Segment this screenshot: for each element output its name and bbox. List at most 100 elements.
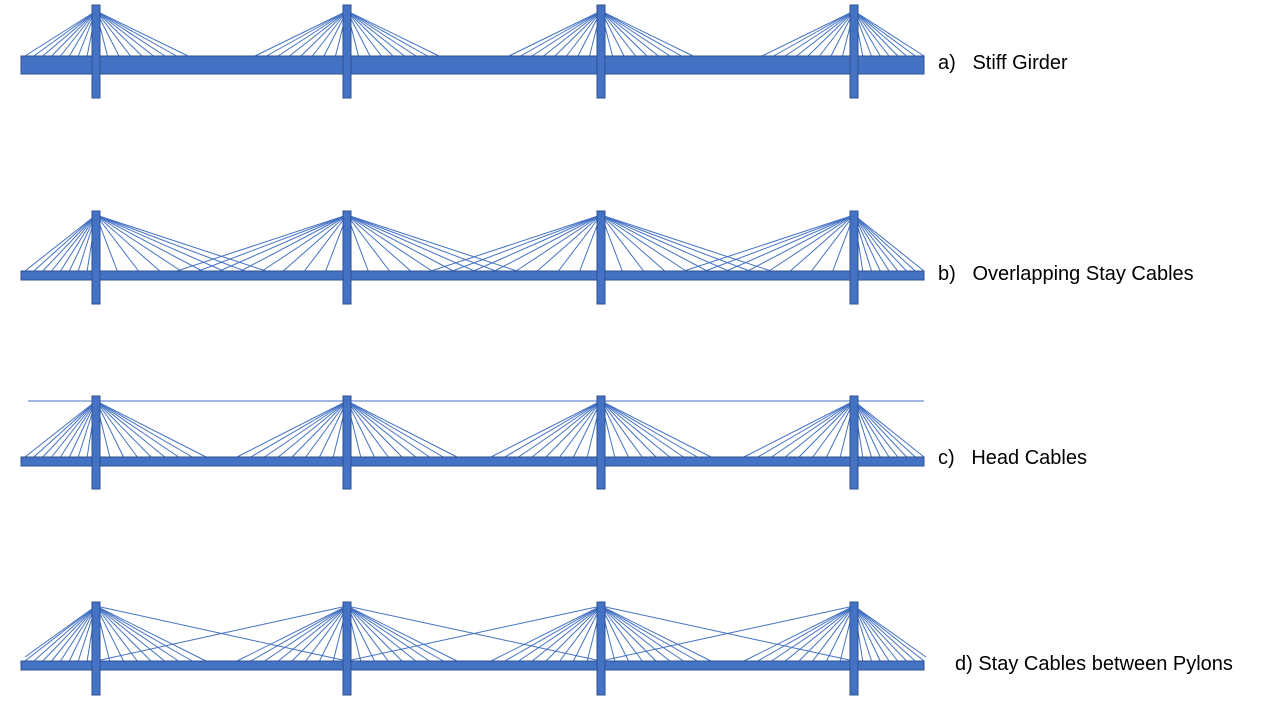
stay-cable xyxy=(490,605,602,662)
stay-cable xyxy=(743,400,855,458)
stay-cable xyxy=(559,605,602,662)
stay-cable xyxy=(771,400,855,458)
stay-cable xyxy=(826,400,855,458)
stay-cable xyxy=(554,10,602,57)
stay-cable xyxy=(42,400,97,458)
stay-cable xyxy=(319,605,348,662)
stay-cable xyxy=(518,605,602,662)
stay-cable xyxy=(812,605,855,662)
stay-cable xyxy=(95,214,203,272)
stay-cable xyxy=(600,400,671,458)
stay-cable xyxy=(853,10,907,57)
stay-cable xyxy=(600,214,772,272)
stay-cable xyxy=(60,605,97,662)
stay-cable xyxy=(346,214,390,272)
stay-cable xyxy=(761,10,855,57)
stay-cable xyxy=(95,605,166,662)
stay-cable xyxy=(853,605,916,662)
stay-cable xyxy=(430,214,602,272)
stay-cable xyxy=(346,400,389,458)
pylon-2 xyxy=(342,395,352,490)
stay-cable xyxy=(95,400,179,458)
stay-cable xyxy=(853,400,907,458)
stay-cable xyxy=(346,400,430,458)
stay-cable xyxy=(600,10,694,57)
stay-cable xyxy=(346,214,518,272)
stay-cable xyxy=(573,605,602,662)
label-d-stay-cables-between-pylons: d) Stay Cables between Pylons xyxy=(955,653,1233,675)
pylon-4 xyxy=(849,210,859,305)
stay-cable xyxy=(236,605,348,662)
stay-cable xyxy=(250,400,348,458)
stay-cable xyxy=(95,400,193,458)
stay-cable xyxy=(346,10,394,57)
stay-cable xyxy=(264,400,348,458)
stay-cable xyxy=(812,400,855,458)
pylon-3 xyxy=(596,601,606,696)
stay-cable xyxy=(24,605,97,662)
system-a-stiff-girder xyxy=(20,4,925,99)
stay-cable xyxy=(600,214,687,272)
stay-cable xyxy=(346,400,375,458)
stay-cable xyxy=(346,400,458,458)
stay-cable xyxy=(853,10,916,57)
stay-cable xyxy=(683,214,855,272)
stay-cable xyxy=(545,400,602,458)
stay-cable xyxy=(51,214,97,272)
stay-cable xyxy=(853,605,890,662)
label-c-head-cables: c) Head Cables xyxy=(938,447,1087,469)
stay-cable xyxy=(346,400,444,458)
stay-cable xyxy=(346,214,412,272)
stay-cable xyxy=(254,10,348,57)
stay-cable xyxy=(600,605,671,662)
stay-cable xyxy=(853,605,927,658)
stay-cable xyxy=(95,605,124,662)
bridge-deck xyxy=(20,55,925,75)
stay-cable xyxy=(600,214,644,272)
stay-cable xyxy=(33,605,97,662)
stay-cable xyxy=(494,214,602,272)
stay-cable xyxy=(559,400,602,458)
stay-cable xyxy=(95,605,207,662)
pylon-2 xyxy=(342,4,352,99)
stay-cable xyxy=(600,10,671,57)
stay-cable xyxy=(95,605,179,662)
pylon-4 xyxy=(849,601,859,696)
stay-cable xyxy=(346,10,440,57)
stay-cable xyxy=(198,214,348,272)
stay-cable xyxy=(277,400,348,458)
stay-cable xyxy=(853,10,890,57)
stay-cable xyxy=(51,10,97,57)
stay-cable xyxy=(600,400,657,458)
stay-cable xyxy=(473,214,602,272)
stay-cable xyxy=(346,605,444,662)
stay-cable xyxy=(95,400,138,458)
stay-cable xyxy=(798,605,855,662)
stay-cable xyxy=(515,214,602,272)
stay-cable xyxy=(705,214,855,272)
stay-cable xyxy=(600,605,698,662)
stay-cable xyxy=(346,605,375,662)
stay-cable xyxy=(95,214,267,272)
pylon-1 xyxy=(91,395,101,490)
pylon-3 xyxy=(596,210,606,305)
stay-cable xyxy=(95,400,152,458)
stay-cable xyxy=(95,10,131,57)
stay-cable xyxy=(600,400,643,458)
stay-cable xyxy=(95,605,152,662)
stay-cable xyxy=(95,10,177,57)
stay-cable xyxy=(600,605,643,662)
stay-cable xyxy=(261,214,348,272)
stay-cable xyxy=(346,10,382,57)
stay-cable xyxy=(531,605,602,662)
stay-cable xyxy=(24,10,97,57)
stay-cable xyxy=(543,10,602,57)
system-d-stay-cables-between-pylons xyxy=(20,601,927,696)
stay-cable xyxy=(600,10,682,57)
stay-cable xyxy=(60,10,97,57)
stay-cable xyxy=(600,400,712,458)
bridge-deck xyxy=(20,456,925,467)
stay-cable xyxy=(33,400,97,458)
stay-cable xyxy=(95,605,193,662)
